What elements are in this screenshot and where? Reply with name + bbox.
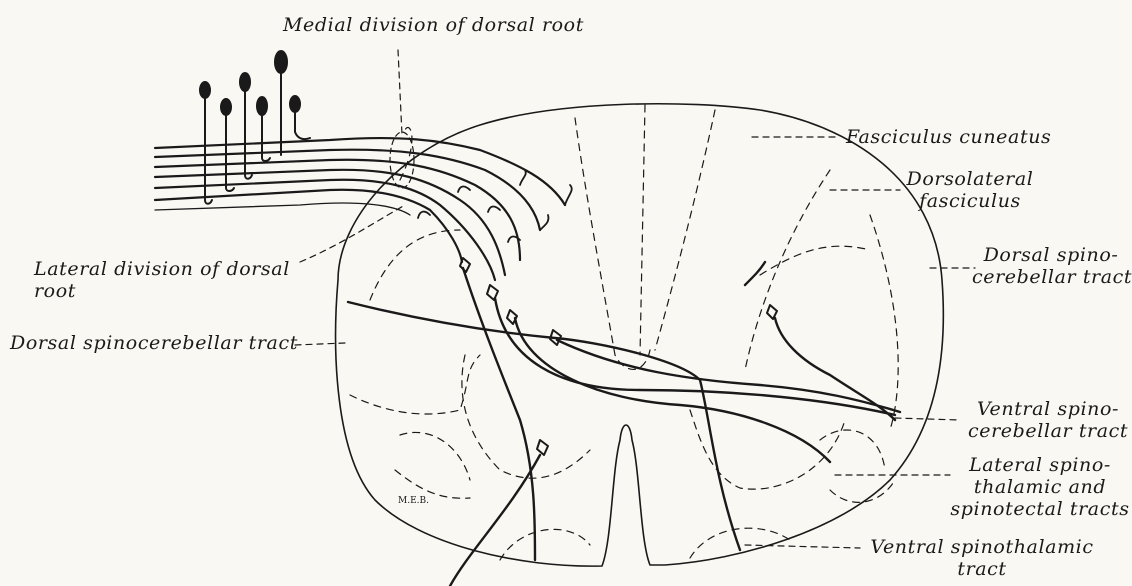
label-dorsal-spinocerebellar-left: Dorsal spinocerebellar tract (10, 332, 298, 354)
label-ventral-spinocerebellar: Ventral spino- cerebellar tract (968, 398, 1128, 442)
gray-matter-boundaries (350, 105, 898, 560)
label-lateral-spinothalamic-line2: thalamic and (950, 476, 1130, 498)
neuron-cell (537, 440, 548, 455)
label-dorsal-spinocerebellar-right: Dorsal spino- cerebellar tract (972, 244, 1130, 288)
label-medial-division: Medial division of dorsal root (283, 14, 584, 36)
ganglion-cell (275, 51, 287, 73)
label-dorsal-spino-right-line1: Dorsal spino- (972, 244, 1130, 266)
label-leader-lines (295, 50, 975, 548)
ganglion-cell (240, 73, 250, 91)
neuron-cell (487, 285, 498, 300)
ganglion-cell (257, 97, 267, 115)
neuron-cell (767, 305, 777, 319)
label-lateral-spinothalamic-line1: Lateral spino- (950, 454, 1130, 476)
artist-signature: M.E.B. (398, 490, 429, 512)
ascending-tract-fibers (348, 262, 900, 586)
label-ventral-spinothalamic-line2: tract (866, 558, 1098, 580)
label-lateral-division: Lateral division of dorsal root (34, 258, 290, 302)
label-lateral-spinothalamic: Lateral spino- thalamic and spinotectal … (950, 454, 1130, 520)
label-ventral-spinothalamic: Ventral spinothalamic tract (866, 536, 1098, 580)
label-lateral-spinothalamic-line3: spinotectal tracts (950, 498, 1130, 520)
label-ventral-spinothalamic-line1: Ventral spinothalamic (866, 536, 1098, 558)
ganglion-cell (221, 99, 231, 115)
label-dorsolateral-fasciculus: Dorsolateral fasciculus (900, 168, 1040, 212)
neuron-cell (460, 258, 470, 272)
label-lateral-division-line1: Lateral division of dorsal (34, 258, 290, 280)
label-dorsal-spino-right-line2: cerebellar tract (972, 266, 1130, 288)
tract-neurons (460, 258, 777, 455)
ganglion-cell (200, 82, 210, 98)
label-ventral-spinocerebellar-line1: Ventral spino- (968, 398, 1128, 420)
ganglion-cell (290, 96, 300, 112)
label-lateral-division-line2: root (34, 280, 290, 302)
label-ventral-spinocerebellar-line2: cerebellar tract (968, 420, 1128, 442)
label-dorsolateral-line2: fasciculus (900, 190, 1040, 212)
label-dorsolateral-line1: Dorsolateral (900, 168, 1040, 190)
label-fasciculus-cuneatus: Fasciculus cuneatus (846, 126, 1051, 148)
